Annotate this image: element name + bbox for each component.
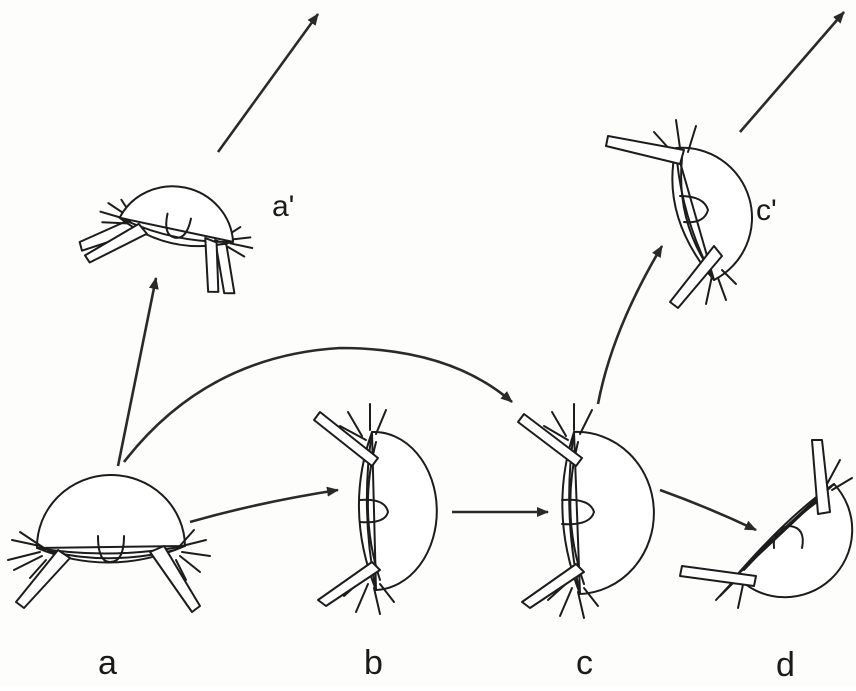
stage-a-prime-organism bbox=[75, 168, 261, 298]
arrow-a-to-c bbox=[124, 348, 512, 462]
stage-label-c: c bbox=[576, 646, 593, 680]
stage-d-organism bbox=[680, 440, 852, 608]
stage-label-c-prime: c' bbox=[756, 196, 777, 226]
arrow-c-prime-exit bbox=[740, 12, 844, 132]
arrow-a-to-a-prime bbox=[118, 278, 156, 466]
stage-b-organism bbox=[314, 404, 437, 614]
stage-label-b: b bbox=[364, 646, 383, 680]
stage-label-a: a bbox=[98, 646, 117, 680]
arrow-a-to-b bbox=[190, 490, 338, 522]
stage-a-organism bbox=[8, 475, 210, 612]
stage-label-d: d bbox=[776, 648, 795, 682]
arrow-a-prime-exit bbox=[218, 14, 318, 152]
stage-c-prime-organism bbox=[606, 120, 752, 308]
stage-label-a-prime: a' bbox=[272, 192, 294, 222]
arrow-c-to-c-prime bbox=[598, 246, 662, 404]
arrow-c-to-d bbox=[660, 490, 756, 530]
